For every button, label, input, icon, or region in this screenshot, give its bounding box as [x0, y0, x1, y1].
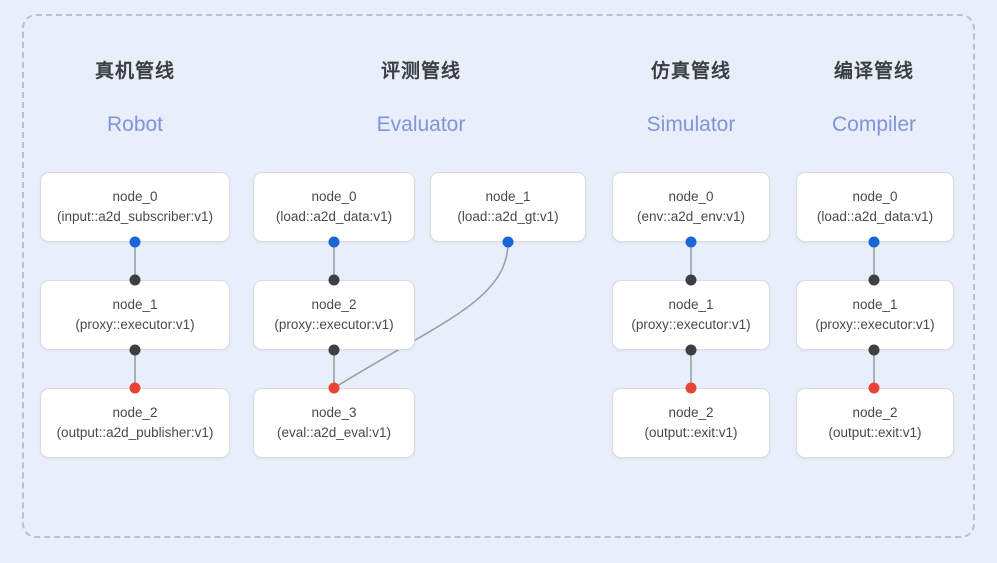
node-name-label: node_2 [852, 405, 898, 420]
port-out-dot[interactable] [502, 236, 514, 248]
node-box-comp-node-0[interactable]: node_0(load::a2d_data:v1) [796, 172, 954, 242]
node-spec-label: (load::a2d_gt:v1) [457, 209, 559, 224]
node-box-sim-node-2[interactable]: node_2(output::exit:v1) [612, 388, 770, 458]
node-box-eval-node-1[interactable]: node_1(load::a2d_gt:v1) [430, 172, 586, 242]
column-subtitle-simulator: Simulator [646, 113, 736, 136]
node-box-eval-node-2[interactable]: node_2(proxy::executor:v1) [253, 280, 415, 350]
port-in-dot[interactable] [328, 274, 340, 286]
pipeline-group-frame [22, 14, 975, 538]
node-name-label: node_1 [112, 297, 158, 312]
node-spec-label: (load::a2d_data:v1) [816, 209, 934, 224]
node-name-label: node_0 [112, 189, 158, 204]
node-spec-label: (output::exit:v1) [644, 425, 738, 440]
port-in-dot[interactable] [129, 274, 141, 286]
node-spec-label: (env::a2d_env:v1) [636, 209, 746, 224]
port-out-dot[interactable] [328, 344, 340, 356]
column-subtitle-robot: Robot [106, 113, 164, 136]
column-header-simulator: 仿真管线 Simulator [541, 60, 841, 138]
node-spec-label: (output::a2d_publisher:v1) [56, 425, 214, 440]
port-out-dot[interactable] [685, 236, 697, 248]
port-in-dot[interactable] [868, 382, 880, 394]
node-box-comp-node-1[interactable]: node_1(proxy::executor:v1) [796, 280, 954, 350]
port-out-dot[interactable] [685, 344, 697, 356]
node-spec-label: (proxy::executor:v1) [815, 317, 935, 332]
node-name-label: node_0 [668, 189, 714, 204]
node-name-label: node_1 [852, 297, 898, 312]
node-name-label: node_2 [668, 405, 714, 420]
node-spec-label: (proxy::executor:v1) [631, 317, 751, 332]
node-spec-label: (input::a2d_subscriber:v1) [56, 209, 214, 224]
port-in-dot[interactable] [129, 382, 141, 394]
column-header-robot: 真机管线 Robot [0, 60, 285, 138]
node-box-sim-node-0[interactable]: node_0(env::a2d_env:v1) [612, 172, 770, 242]
node-box-sim-node-1[interactable]: node_1(proxy::executor:v1) [612, 280, 770, 350]
port-in-dot[interactable] [328, 382, 340, 394]
port-in-dot[interactable] [685, 274, 697, 286]
node-box-robot-node-2[interactable]: node_2(output::a2d_publisher:v1) [40, 388, 230, 458]
node-name-label: node_2 [311, 297, 357, 312]
node-spec-label: (proxy::executor:v1) [75, 317, 195, 332]
node-name-label: node_0 [852, 189, 898, 204]
port-in-dot[interactable] [685, 382, 697, 394]
node-box-eval-node-0[interactable]: node_0(load::a2d_data:v1) [253, 172, 415, 242]
port-out-dot[interactable] [868, 344, 880, 356]
node-box-comp-node-2[interactable]: node_2(output::exit:v1) [796, 388, 954, 458]
port-out-dot[interactable] [129, 236, 141, 248]
column-subtitle-compiler: Compiler [831, 113, 917, 136]
port-out-dot[interactable] [868, 236, 880, 248]
node-name-label: node_0 [311, 189, 357, 204]
column-title-simulator: 仿真管线 [650, 61, 731, 82]
node-spec-label: (load::a2d_data:v1) [275, 209, 393, 224]
column-header-evaluator: 评测管线 Evaluator [271, 60, 571, 138]
column-title-evaluator: 评测管线 [380, 61, 461, 82]
column-header-compiler: 编译管线 Compiler [724, 60, 997, 138]
port-out-dot[interactable] [328, 236, 340, 248]
node-box-eval-node-3[interactable]: node_3(eval::a2d_eval:v1) [253, 388, 415, 458]
column-title-compiler: 编译管线 [833, 61, 914, 82]
node-name-label: node_2 [112, 405, 158, 420]
node-spec-label: (output::exit:v1) [828, 425, 922, 440]
node-spec-label: (proxy::executor:v1) [274, 317, 394, 332]
node-box-robot-node-0[interactable]: node_0(input::a2d_subscriber:v1) [40, 172, 230, 242]
column-subtitle-evaluator: Evaluator [376, 113, 466, 136]
node-spec-label: (eval::a2d_eval:v1) [276, 425, 392, 440]
node-name-label: node_1 [485, 189, 531, 204]
port-out-dot[interactable] [129, 344, 141, 356]
port-in-dot[interactable] [868, 274, 880, 286]
node-name-label: node_3 [311, 405, 357, 420]
node-box-robot-node-1[interactable]: node_1(proxy::executor:v1) [40, 280, 230, 350]
node-name-label: node_1 [668, 297, 714, 312]
column-title-robot: 真机管线 [94, 61, 175, 82]
